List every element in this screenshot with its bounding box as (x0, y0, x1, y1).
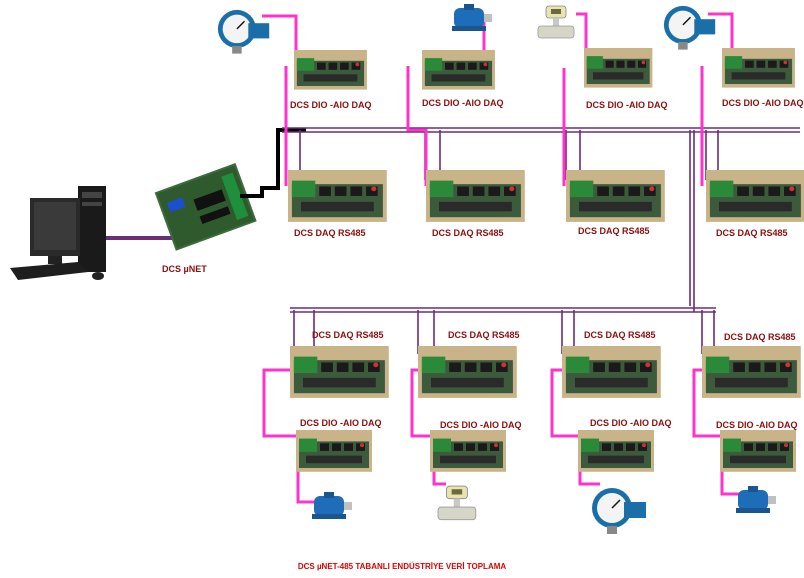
pressure-gauge-icon (663, 5, 716, 51)
daq-board-icon (290, 346, 389, 398)
dio-aio-label: DCS DIO -AIO DAQ (716, 420, 798, 430)
rs485-label: DCS DAQ RS485 (716, 228, 788, 238)
daq-board-icon (288, 170, 387, 222)
dio-aio-label: DCS DIO -AIO DAQ (440, 420, 522, 430)
dio-aio-label: DCS DIO -AIO DAQ (586, 100, 668, 110)
dio-aio-label: DCS DIO -AIO DAQ (290, 100, 372, 110)
rs485-label: DCS DAQ RS485 (584, 330, 656, 340)
rs485-label: DCS DAQ RS485 (432, 228, 504, 238)
daq-board-icon (418, 346, 517, 398)
daq-board-icon (584, 48, 653, 88)
electric-motor-icon (312, 492, 352, 519)
daq-board-icon (422, 50, 495, 90)
hub-line (240, 128, 306, 198)
dio-aio-label: DCS DIO -AIO DAQ (590, 418, 672, 428)
daq-board-icon (706, 170, 804, 222)
daq-board-icon (296, 430, 372, 472)
rs485-label: DCS DAQ RS485 (578, 226, 650, 236)
desktop-computer-icon (10, 186, 106, 280)
daq-board-icon (720, 430, 796, 472)
unet-label: DCS µNET (162, 264, 207, 274)
daq-board-icon (722, 48, 795, 88)
rs485-label: DCS DAQ RS485 (724, 332, 796, 342)
dio-aio-label: DCS DIO -AIO DAQ (722, 98, 804, 108)
rs485-label: DCS DAQ RS485 (294, 228, 366, 238)
daq-board-icon (294, 50, 367, 90)
dio-aio-label: DCS DIO -AIO DAQ (422, 98, 504, 108)
daq-board-icon (430, 430, 506, 472)
daq-board-icon (578, 430, 654, 472)
pressure-gauge-icon (591, 487, 647, 535)
unet-converter-board-icon (154, 163, 257, 251)
daq-board-icon (426, 170, 525, 222)
daq-board-icon (566, 170, 665, 222)
rs485-label: DCS DAQ RS485 (312, 330, 384, 340)
diagram-caption: DCS µNET-485 TABANLI ENDÜSTRİYE VERİ TOP… (297, 562, 507, 571)
daq-board-icon (562, 346, 661, 398)
rs485-bus (282, 127, 800, 354)
rs485-label: DCS DAQ RS485 (448, 330, 520, 340)
electric-motor-icon (452, 4, 492, 31)
pressure-gauge-icon (217, 9, 270, 55)
dio-aio-label: DCS DIO -AIO DAQ (300, 418, 382, 428)
daq-board-icon (702, 346, 801, 398)
flow-meter-icon (537, 5, 575, 39)
electric-motor-icon (736, 486, 776, 513)
flow-meter-icon (437, 485, 477, 521)
